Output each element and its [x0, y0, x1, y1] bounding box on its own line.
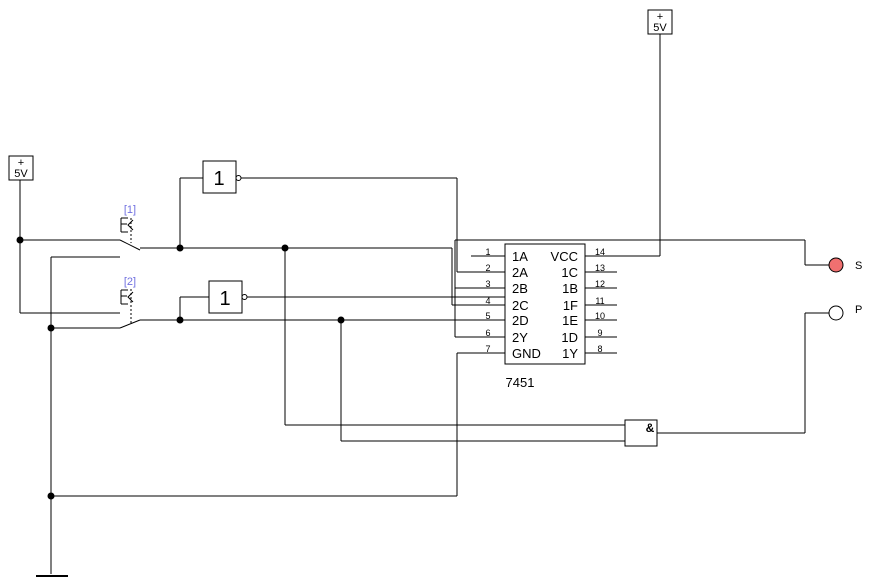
chip-pin-number: 8	[597, 344, 602, 354]
inverter-bottom-label: 1	[219, 288, 230, 310]
supply-top-symbol: +	[657, 11, 663, 23]
chip-pin-number: 9	[597, 328, 602, 338]
chip-pin-label: 1B	[562, 281, 578, 296]
chip-pin-number: 5	[485, 311, 490, 321]
switch-2-blade[interactable]	[119, 319, 141, 329]
chip-7451	[504, 243, 586, 365]
chip-pin-number: 12	[595, 279, 605, 289]
chip-pin-number: 11	[595, 296, 604, 306]
chip-pin-label: 1A	[512, 249, 528, 264]
supply-left-label: 5V	[14, 168, 28, 180]
junction-dot	[16, 236, 24, 244]
switch-2-label: [2]	[124, 276, 136, 288]
chip-pin-number: 13	[595, 263, 605, 273]
chip-pin-number: 14	[595, 247, 605, 257]
junction-dot	[176, 244, 184, 252]
chip-pin-number: 2	[485, 263, 490, 273]
supply-left-symbol: +	[18, 157, 24, 169]
output-s-label: S	[855, 260, 862, 272]
chip-pin-label: 2B	[512, 281, 528, 296]
output-p-indicator	[828, 305, 844, 321]
chip-pin-number: 3	[485, 279, 490, 289]
chip-pin-label: 1C	[561, 265, 578, 280]
junction-dot	[47, 324, 55, 332]
switch-1-label: [1]	[124, 204, 136, 216]
chip-pin-label: 2Y	[512, 330, 528, 345]
chip-pin-label: 1Y	[562, 346, 578, 361]
chip-pin-label: 1F	[563, 298, 578, 313]
chip-pin-number: 1	[485, 247, 490, 257]
chip-pin-number: 10	[595, 311, 605, 321]
junction-dot	[337, 316, 345, 324]
chip-pin-number: 4	[485, 296, 490, 306]
supply-top-label: 5V	[653, 22, 667, 34]
chip-pin-number: 7	[485, 344, 490, 354]
junction-dot	[281, 244, 289, 252]
output-s-indicator	[828, 257, 844, 273]
output-p-label: P	[855, 304, 862, 316]
junction-dot	[47, 492, 55, 500]
and-gate-label: &	[646, 421, 655, 435]
chip-pin-label: 1E	[562, 313, 578, 328]
switch-1-blade[interactable]	[119, 239, 141, 251]
inverter-top-label: 1	[213, 168, 224, 190]
chip-pin-label: VCC	[551, 249, 578, 264]
chip-pin-label: 2A	[512, 265, 528, 280]
supply-box-left	[8, 155, 34, 181]
chip-pin-label: 2D	[512, 313, 529, 328]
junction-dot	[176, 316, 184, 324]
chip-pin-label: 2C	[512, 298, 529, 313]
chip-pin-number: 6	[485, 328, 490, 338]
chip-pin-label: GND	[512, 346, 541, 361]
chip-pin-label: 1D	[561, 330, 578, 345]
chip-name: 7451	[506, 375, 535, 390]
